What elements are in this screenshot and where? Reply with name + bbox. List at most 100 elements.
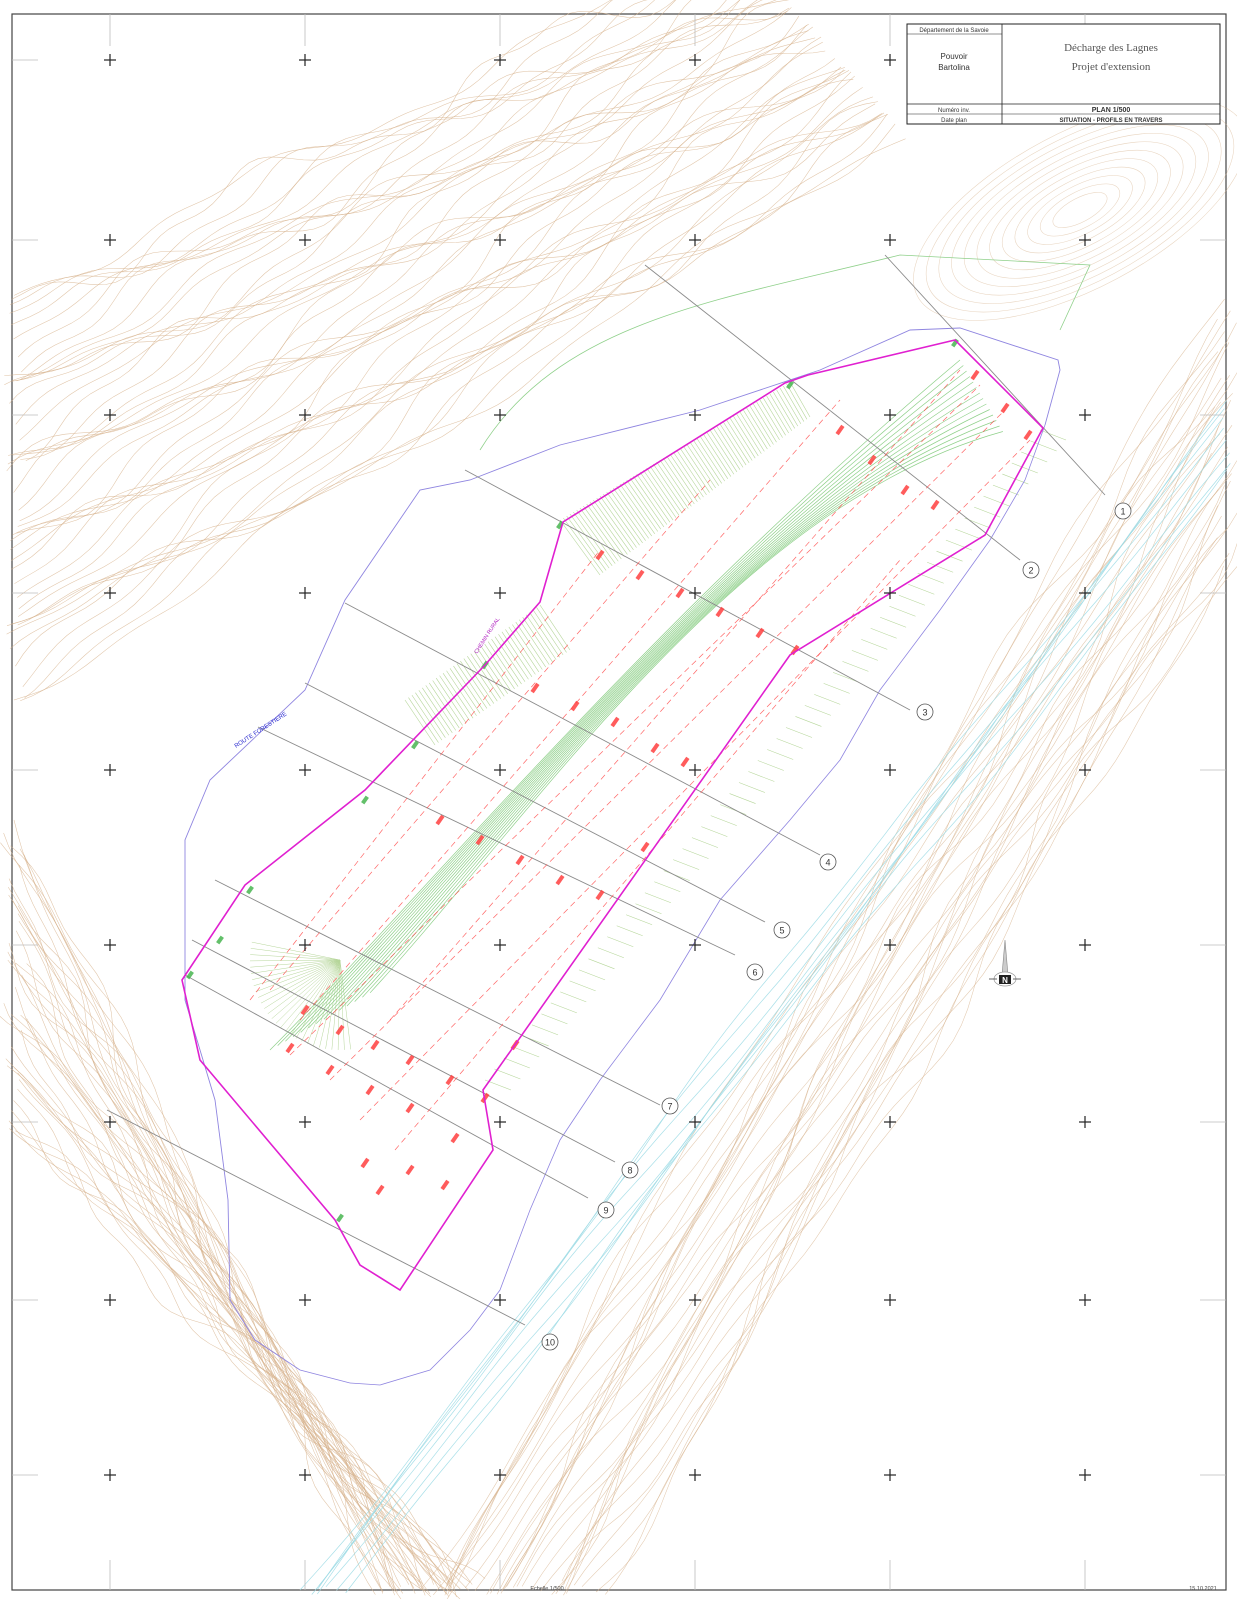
hatch-line — [786, 383, 808, 420]
project-axis-line — [329, 409, 1006, 1081]
hatch-line — [908, 583, 935, 595]
river-line — [336, 463, 1231, 1591]
hatch-line — [789, 381, 811, 418]
terrain-contour-line — [963, 133, 1197, 287]
hatch-line — [512, 624, 543, 670]
hatch-line — [560, 991, 587, 1003]
sheet-border — [11, 13, 1227, 1591]
hatch-line — [404, 699, 436, 746]
hatch-line — [766, 395, 789, 434]
terrain-contour-line — [1001, 158, 1159, 262]
terrain-contour-line — [595, 566, 1237, 1593]
hatch-line — [525, 614, 557, 660]
hatch-line — [879, 617, 907, 628]
axis-marker — [405, 1102, 415, 1114]
hatch-line — [654, 881, 681, 892]
axis-marker — [640, 841, 650, 853]
terrain-contour-line — [1014, 166, 1146, 254]
hatch-line — [539, 604, 571, 651]
terrain-contour-line — [10, 1013, 440, 1590]
hatch-line — [487, 641, 519, 687]
survey-point-marker — [951, 338, 959, 348]
hatch-line — [275, 959, 341, 1024]
project-axis-line — [249, 549, 601, 1001]
axis-marker — [680, 756, 690, 768]
terrain-contour-line — [446, 351, 1219, 1584]
hatch-line — [733, 415, 759, 457]
axis-marker — [300, 1004, 310, 1016]
terrain-contour-line — [9, 112, 885, 649]
hatch-line — [691, 837, 719, 848]
project-title: Décharge des Lagnes — [1064, 42, 1158, 54]
project-contour-line — [315, 392, 980, 1024]
terrain-contour-line — [444, 318, 1218, 1596]
terrain-contour-line — [17, 87, 863, 617]
hatch-line — [295, 959, 341, 1039]
axis-marker — [867, 454, 877, 466]
axis-marker — [405, 1164, 415, 1176]
hatch-line — [720, 804, 747, 815]
axis-marker — [595, 889, 605, 901]
hatch-line — [603, 493, 640, 546]
terrain-contour-line — [7, 37, 816, 465]
profile-number: 2 — [1028, 566, 1033, 576]
hatch-line — [626, 914, 653, 926]
hatch-line — [861, 639, 888, 650]
river-line — [317, 427, 1224, 1590]
hatch-line — [579, 507, 619, 562]
axis-marker — [900, 484, 910, 496]
title-row2-value: SITUATION - PROFILS EN TRAVERS — [1059, 118, 1162, 124]
axis-marker — [715, 606, 725, 618]
terrain-contour-line — [17, 905, 420, 1583]
axis-marker — [570, 700, 580, 712]
hatch-line — [586, 503, 625, 557]
hatch-line — [599, 495, 637, 548]
terrain-contour-line — [9, 0, 656, 314]
profile-number-circle — [661, 1097, 679, 1115]
terrain-contour-line — [15, 1130, 486, 1579]
profile-number: 4 — [825, 858, 830, 868]
axis-marker — [440, 1179, 450, 1191]
perimeter-outline — [181, 339, 1044, 1292]
survey-point-marker — [216, 935, 224, 945]
hatch-line — [927, 561, 954, 573]
profile-line — [464, 469, 911, 711]
terrain-contour-line — [12, 30, 809, 456]
hatch-line — [588, 958, 615, 970]
terrain-contour-line — [501, 425, 1233, 1591]
hatch-line — [1021, 451, 1048, 463]
hatch-line — [756, 401, 780, 441]
terrain-contour-line — [19, 7, 792, 441]
hatch-line — [596, 497, 634, 550]
terrain-contour-line — [605, 565, 1224, 1595]
terrain-contour-line — [464, 375, 1230, 1589]
terrain-contour-line — [14, 1067, 452, 1593]
hatch-line — [955, 528, 982, 540]
terrain-contour-line — [989, 149, 1171, 271]
survey-point-marker — [361, 795, 369, 805]
axis-marker — [675, 587, 685, 599]
hatch-line — [635, 903, 662, 914]
terrain-contour-line — [10, 69, 844, 541]
survey-point-marker — [786, 380, 794, 390]
project-contour-line — [323, 398, 984, 1020]
project-axis-line — [289, 384, 981, 1056]
project-contour-line — [277, 365, 964, 1046]
profile-number: 8 — [627, 1166, 632, 1176]
hatch-line — [748, 771, 775, 782]
survey-point-marker — [336, 1213, 344, 1223]
access-route — [184, 327, 1061, 1386]
hatch-line — [983, 495, 1010, 507]
hatch-line — [773, 391, 796, 429]
hatch-line — [498, 634, 529, 680]
hatch-line — [563, 517, 604, 573]
profile-line — [344, 602, 821, 856]
hatch-line — [676, 449, 707, 496]
hatch-line — [541, 1013, 568, 1025]
hatch-line — [491, 638, 522, 685]
hatch-line — [422, 687, 453, 733]
hatch-line — [513, 1046, 540, 1058]
terrain-contour-line — [26, 963, 434, 1585]
hatch-line — [917, 572, 944, 584]
survey-point-marker — [411, 740, 419, 750]
